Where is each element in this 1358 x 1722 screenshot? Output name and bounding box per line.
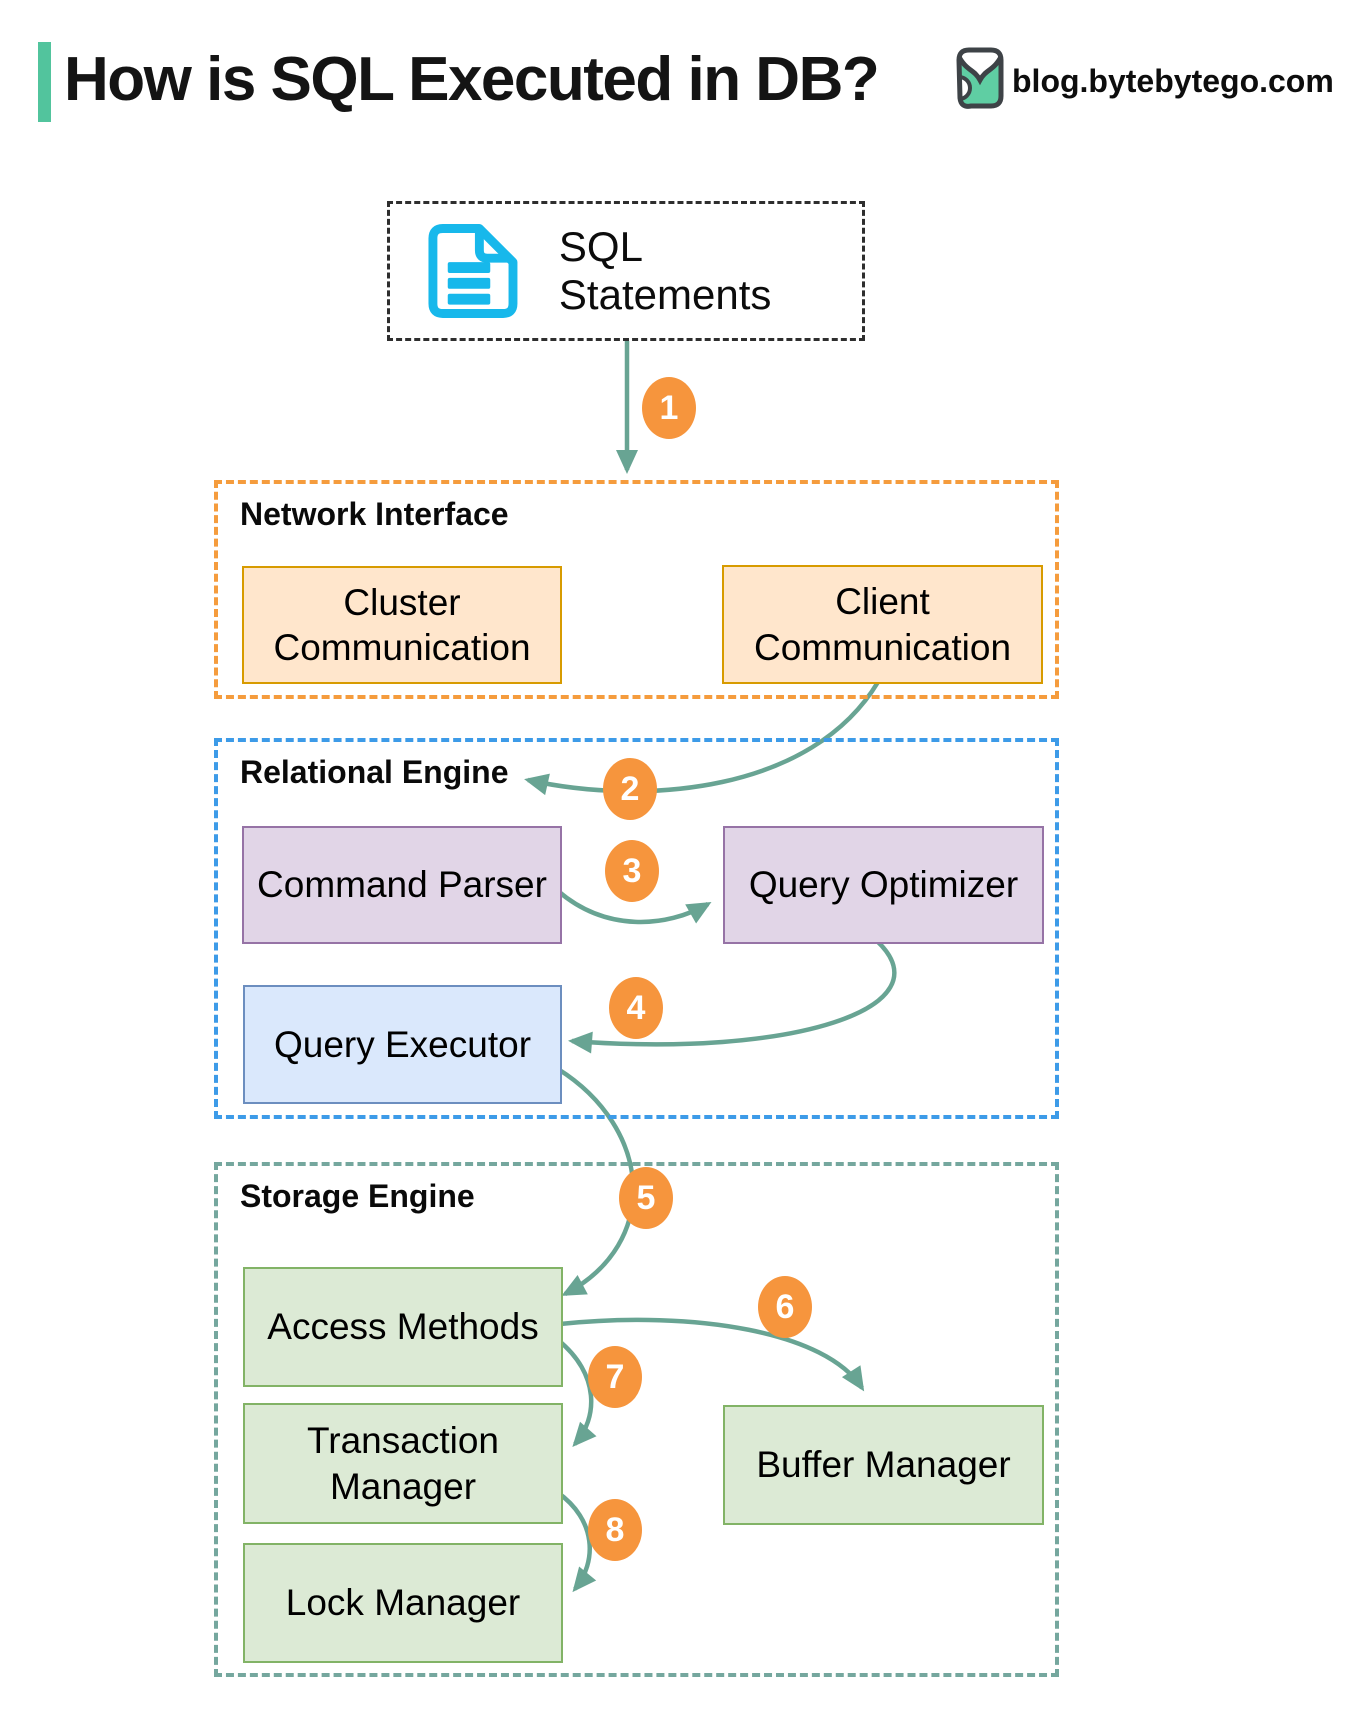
node-buffer-manager: Buffer Manager	[723, 1405, 1044, 1525]
brand-url: blog.bytebytego.com	[1012, 63, 1334, 99]
step-badge-8: 8	[588, 1499, 642, 1561]
section-label-relational-engine: Relational Engine	[240, 754, 509, 790]
section-relational-engine: Relational Engine Command Parser Query O…	[214, 738, 1059, 1119]
section-label-storage-engine: Storage Engine	[240, 1178, 475, 1214]
section-label-network-interface: Network Interface	[240, 496, 509, 532]
sql-statements-box: SQL Statements	[387, 201, 865, 341]
title-accent-bar	[38, 42, 51, 122]
node-command-parser: Command Parser	[242, 826, 562, 944]
section-network-interface: Network Interface Cluster Communication …	[214, 480, 1059, 699]
node-cluster-communication: Cluster Communication	[242, 566, 562, 684]
node-query-optimizer: Query Optimizer	[723, 826, 1044, 944]
step-badge-6: 6	[758, 1276, 812, 1338]
step-badge-7: 7	[588, 1346, 642, 1408]
step-badge-3: 3	[605, 840, 659, 902]
step-badge-1: 1	[642, 377, 696, 439]
section-storage-engine: Storage Engine Access Methods Transactio…	[214, 1162, 1059, 1677]
node-query-executor: Query Executor	[243, 985, 562, 1104]
step-badge-4: 4	[609, 977, 663, 1039]
node-client-communication: Client Communication	[722, 565, 1043, 684]
sql-statements-label: SQL Statements	[558, 223, 772, 318]
document-icon	[428, 224, 518, 318]
step-badge-2: 2	[603, 758, 657, 820]
bytebytego-logo-icon	[956, 47, 1004, 109]
step-badge-5: 5	[619, 1167, 673, 1229]
node-lock-manager: Lock Manager	[243, 1543, 563, 1663]
node-access-methods: Access Methods	[243, 1267, 563, 1387]
node-transaction-manager: Transaction Manager	[243, 1403, 563, 1524]
page-title: How is SQL Executed in DB?	[64, 45, 880, 114]
